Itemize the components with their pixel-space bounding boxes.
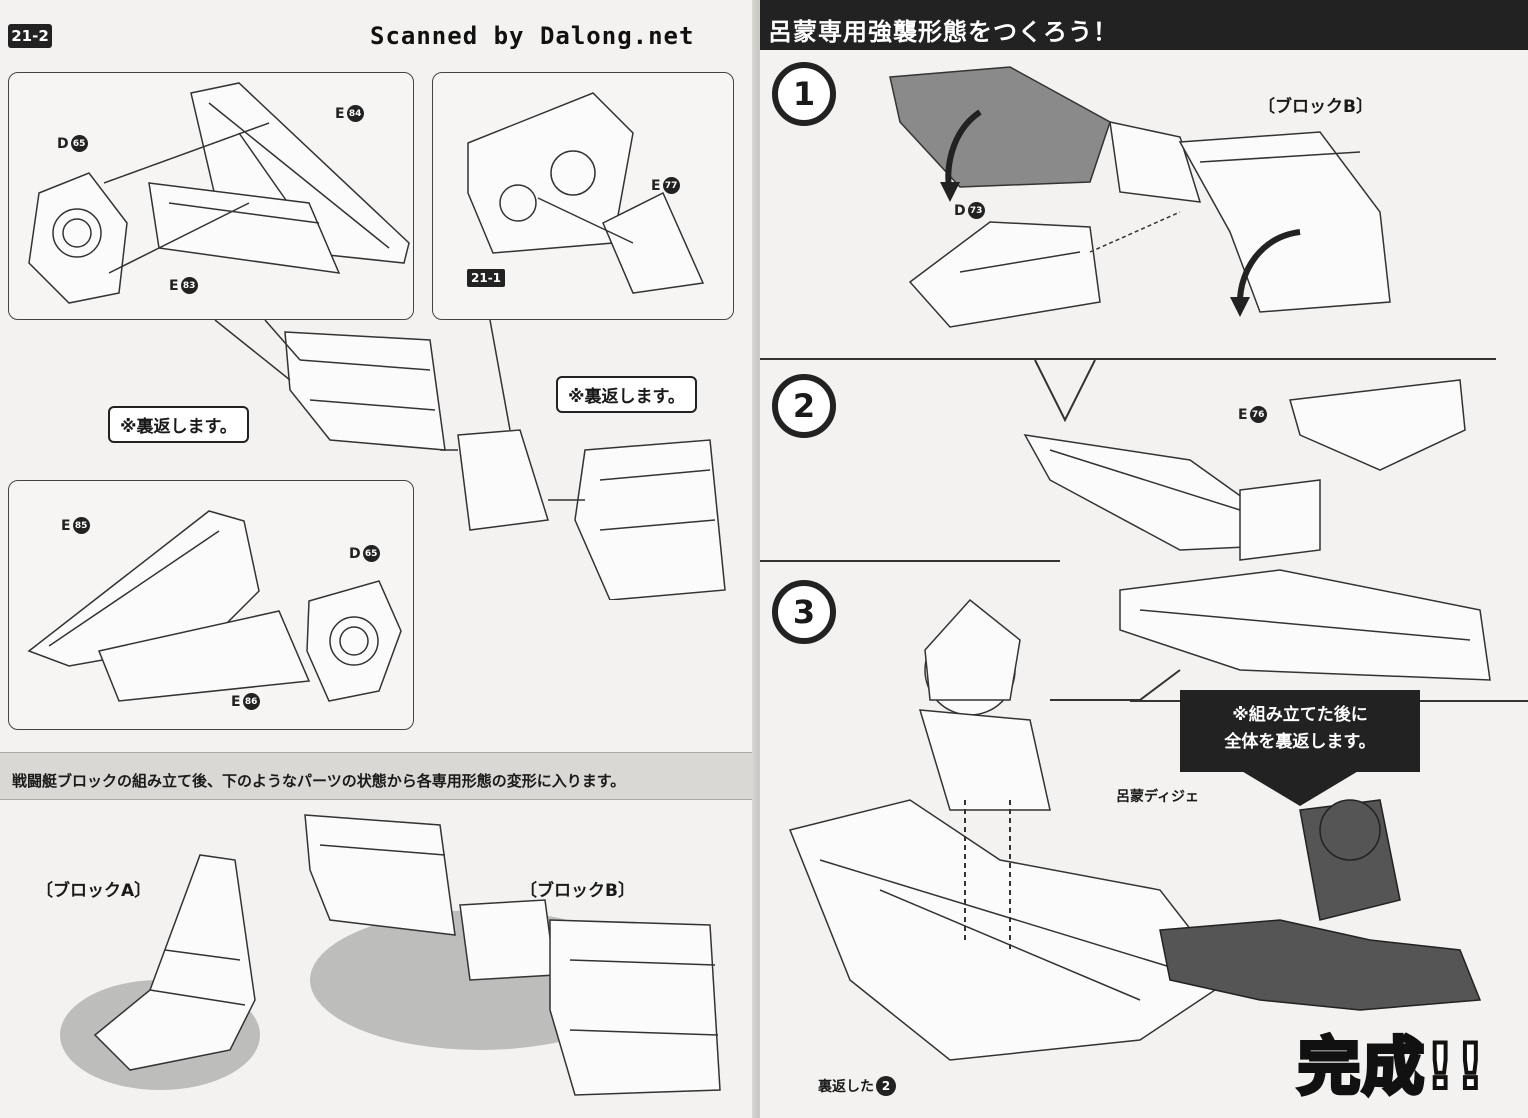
complete-text: 完成!! (1296, 1028, 1487, 1105)
flipped-label: 裏返した 2 (818, 1076, 896, 1096)
side-wall-parts-illustration-2 (27, 510, 402, 702)
step-divider-1 (760, 358, 1496, 360)
block-a-label: 〔ブロックA〕 (36, 881, 152, 901)
step-1-block-label: 〔ブロックB〕 (1258, 97, 1373, 117)
block-b-label: 〔ブロックB〕 (520, 881, 635, 901)
instruction-text: 戦闘艇ブロックの組み立て後、下のようなパーツの状態から各専用形態の変形に入ります… (12, 772, 626, 790)
flip-callout-line-1: ※組み立てた後に (1232, 705, 1368, 725)
title-bar: 呂蒙専用強襲形態をつくろう！ (760, 0, 1528, 50)
flip-callout-line-2: 全体を裏返します。 (1224, 732, 1376, 753)
assembly-illustration (214, 320, 726, 600)
scan-credit: Scanned by Dalong.net (370, 22, 695, 50)
side-wall-parts-illustration (28, 82, 410, 304)
flip-callout: ※組み立てた後に 全体を裏返します。 (1180, 690, 1420, 772)
step-divider-2 (760, 560, 1060, 562)
callout-flip-left: ※裏返します。 (108, 406, 249, 443)
step-2-illustration (1023, 360, 1491, 681)
core-block-illustration (467, 92, 705, 294)
step-3-number: 3 (772, 580, 836, 644)
page-title: 呂蒙専用強襲形態をつくろう！ (768, 18, 1118, 46)
callout-flip-right: ※裏返します。 (556, 376, 697, 413)
step-tag-21-1: 21-1 (467, 269, 506, 287)
step-1-number: 1 (772, 62, 836, 126)
step-2-number: 2 (772, 374, 836, 438)
instruction-band: 戦闘艇ブロックの組み立て後、下のようなパーツの状態から各専用形態の変形に入ります… (0, 752, 752, 800)
flip-callout-arrow (1240, 770, 1360, 806)
step-badge: 21-2 (8, 24, 52, 48)
step-1-illustration (889, 66, 1391, 328)
blocks-illustration (60, 814, 721, 1096)
figure-label: 呂蒙ディジェ (1116, 789, 1200, 805)
